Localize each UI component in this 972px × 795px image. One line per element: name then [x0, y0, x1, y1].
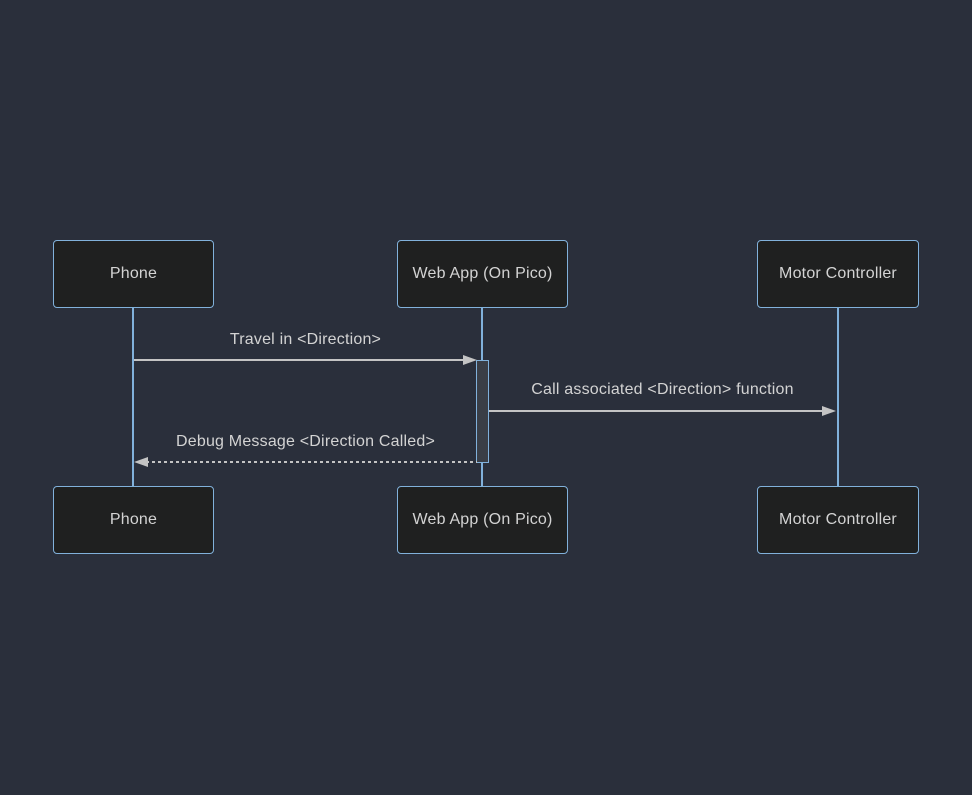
message-1-line	[134, 359, 465, 361]
actor-webapp-bottom: Web App (On Pico)	[397, 486, 568, 554]
message-1-arrowhead-right-icon	[463, 355, 477, 365]
actor-label: Web App (On Pico)	[412, 265, 553, 282]
actor-motor-bottom: Motor Controller	[757, 486, 919, 554]
actor-label: Motor Controller	[779, 265, 897, 282]
message-2-label: Call associated <Direction> function	[531, 381, 794, 398]
activation-bar-webapp	[476, 360, 489, 463]
message-1-label: Travel in <Direction>	[229, 331, 382, 348]
lifeline-motor	[837, 308, 839, 486]
message-2-line	[489, 410, 824, 412]
actor-label: Web App (On Pico)	[412, 511, 553, 528]
actor-phone-bottom: Phone	[53, 486, 214, 554]
actor-motor-top: Motor Controller	[757, 240, 919, 308]
actor-label: Phone	[109, 511, 158, 528]
lifeline-phone	[132, 308, 134, 486]
actor-label: Motor Controller	[779, 511, 897, 528]
message-3-arrowhead-left-icon	[134, 457, 148, 467]
actor-phone-top: Phone	[53, 240, 214, 308]
actor-webapp-top: Web App (On Pico)	[397, 240, 568, 308]
message-2-arrowhead-right-icon	[822, 406, 836, 416]
message-3-line	[146, 461, 477, 463]
message-3-label: Debug Message <Direction Called>	[176, 433, 435, 450]
actor-label: Phone	[109, 265, 158, 282]
